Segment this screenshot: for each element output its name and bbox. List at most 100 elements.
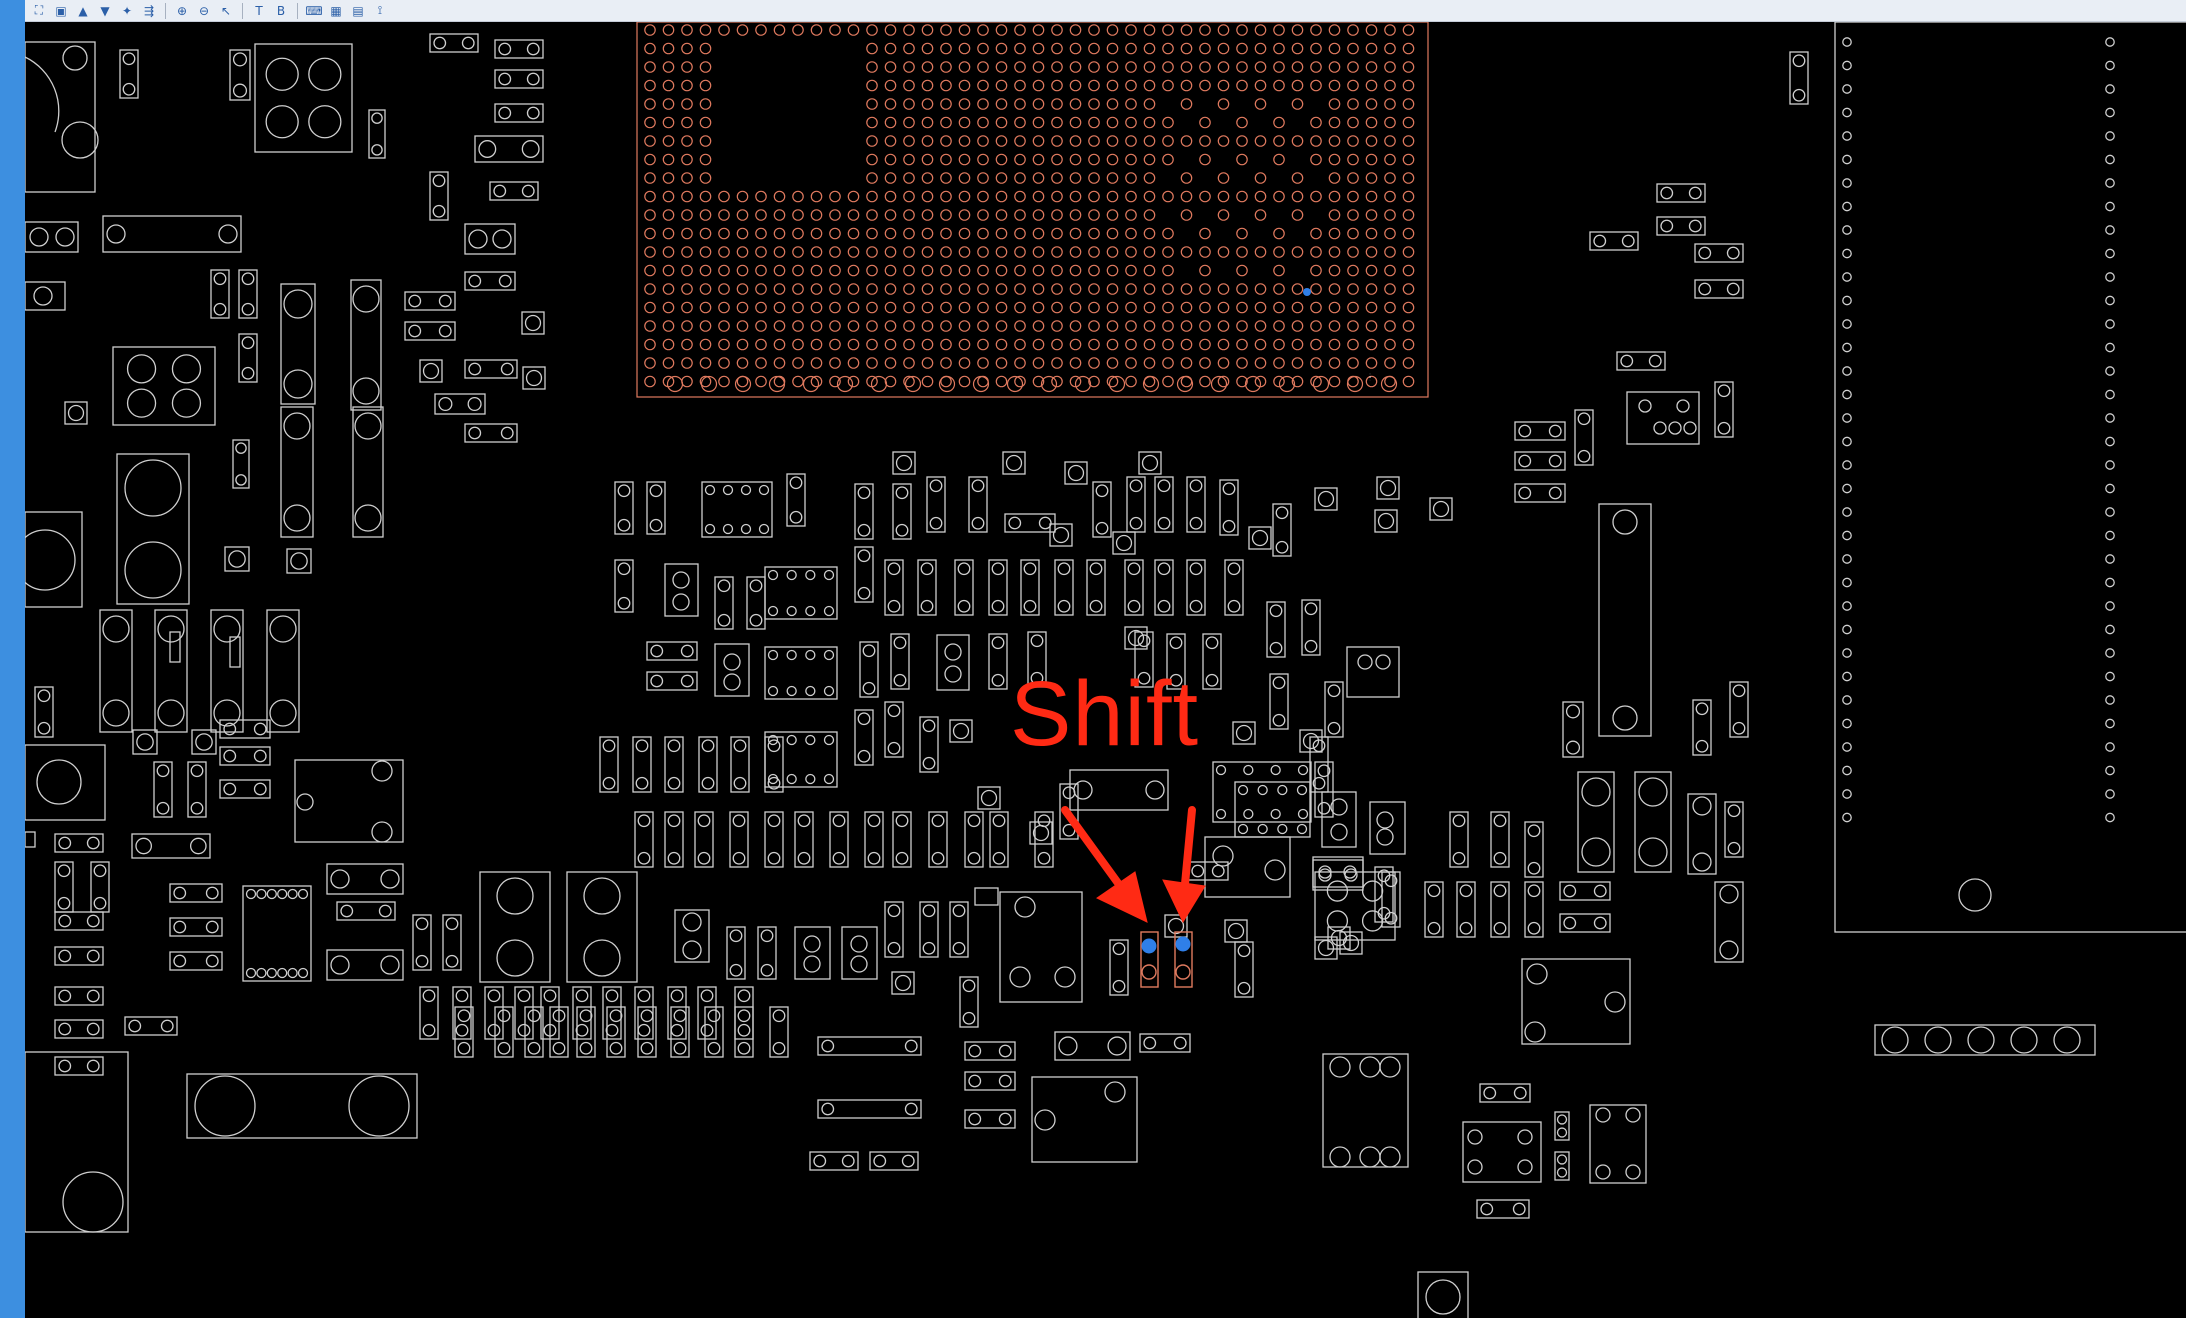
pad: [617, 562, 631, 576]
bga-ball: [1162, 190, 1174, 203]
pad: [602, 776, 616, 790]
bga-ball: [1365, 172, 1378, 184]
pad: [296, 793, 314, 811]
pad: [37, 721, 51, 735]
bottom-side-button[interactable]: B: [273, 3, 289, 19]
grid-button[interactable]: ▦: [328, 3, 344, 19]
component-outline: [1634, 771, 1672, 873]
pad: [1270, 808, 1281, 820]
bga-ball: [958, 357, 971, 369]
pad: [1222, 482, 1236, 496]
component-outline: [764, 736, 784, 793]
component-outline: [1309, 736, 1329, 793]
bga-ball: [977, 227, 989, 240]
bga-ball: [1125, 98, 1137, 110]
pad: [887, 704, 901, 718]
probe-button[interactable]: ⟟: [372, 3, 388, 19]
component-outline: [1339, 931, 1363, 955]
pad: [789, 510, 803, 524]
bga-ball: [1088, 79, 1100, 92]
layer-up-button[interactable]: ▲: [75, 3, 91, 19]
component-outline: [890, 633, 910, 690]
pad: [1842, 460, 1852, 470]
pad: [1842, 530, 1852, 541]
component-outline: [614, 559, 634, 613]
net-button[interactable]: ⇶: [141, 3, 157, 19]
component-outline: [599, 736, 619, 793]
keyboard-button[interactable]: ⌨: [305, 3, 322, 19]
bga-ball: [884, 338, 897, 351]
component-outline: [242, 885, 312, 982]
bga-ball: [1236, 283, 1248, 295]
pad: [1329, 1056, 1351, 1078]
bga-ball: [1273, 135, 1285, 147]
bga-ball: [1402, 338, 1415, 351]
pad: [62, 1171, 124, 1233]
board-canvas[interactable]: [25, 22, 2186, 1318]
bga-ball: [940, 42, 952, 55]
component-outline: [1112, 531, 1136, 555]
bga-ball: [662, 209, 675, 221]
bga-outline: [636, 22, 1429, 398]
pad: [266, 888, 277, 900]
bga-ball: [699, 172, 712, 184]
pad: [265, 105, 299, 139]
open-button[interactable]: ▣: [53, 3, 69, 19]
component-outline: [474, 135, 544, 163]
pad: [1257, 823, 1268, 835]
save-button[interactable]: ▤: [350, 3, 366, 19]
pad: [1881, 1026, 1909, 1054]
pad: [758, 523, 770, 535]
bga-ball: [1180, 98, 1193, 110]
pad: [521, 184, 535, 198]
bga-ball: [681, 227, 693, 240]
pad: [895, 523, 909, 537]
pad: [904, 1102, 918, 1116]
bga-ball: [972, 375, 990, 393]
bga-ball: [755, 283, 767, 295]
pad: [1518, 454, 1532, 468]
bga-ball: [1402, 301, 1415, 314]
bga-ball: [1143, 24, 1156, 36]
pad: [205, 920, 219, 934]
bga-ball: [940, 98, 952, 110]
pointer-button[interactable]: ↖: [218, 3, 234, 19]
bga-ball: [884, 172, 897, 184]
bga-ball: [1051, 246, 1063, 258]
zoom-out-button[interactable]: ⊖: [196, 3, 212, 19]
pad: [670, 1023, 684, 1037]
component-outline: [1429, 497, 1453, 521]
component-outline: [1054, 559, 1074, 616]
pad: [760, 963, 774, 977]
pad: [767, 605, 779, 617]
bga-ball: [1278, 375, 1296, 393]
layer-down-button[interactable]: ▼: [97, 3, 113, 19]
component-outline: [892, 483, 912, 540]
bga-ball: [1199, 283, 1211, 295]
top-side-button[interactable]: T: [251, 3, 267, 19]
pad: [1312, 739, 1326, 753]
bga-ball: [921, 338, 934, 351]
component-outline: [670, 1006, 690, 1058]
bga-ball: [718, 24, 730, 36]
pad: [767, 851, 781, 865]
bga-ball: [866, 301, 878, 314]
pad: [867, 814, 881, 828]
pad: [1057, 562, 1071, 576]
component-outline: [419, 359, 443, 383]
component-outline: [112, 346, 216, 426]
bga-ball: [1402, 264, 1415, 277]
pad: [670, 989, 684, 1003]
pad: [496, 939, 534, 977]
pad: [895, 814, 909, 828]
bga-ball: [792, 357, 804, 369]
pin-button[interactable]: ✦: [119, 3, 135, 19]
pad: [1379, 1056, 1401, 1078]
component-outline: [968, 476, 988, 533]
zoom-fit-button[interactable]: ⛶: [31, 3, 47, 19]
pad: [1792, 88, 1806, 102]
zoom-in-button[interactable]: ⊕: [174, 3, 190, 19]
bga-ball: [977, 79, 989, 92]
bga-ball: [699, 61, 712, 73]
bga-ball: [1069, 227, 1082, 240]
